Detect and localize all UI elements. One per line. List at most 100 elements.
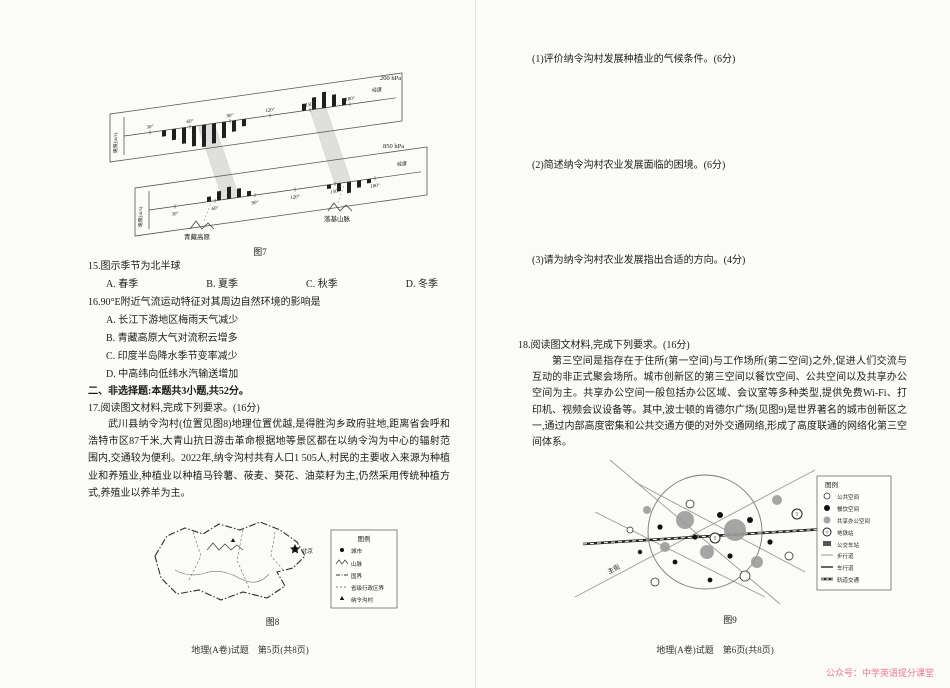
public-space-circles xyxy=(626,499,794,587)
option-15b: B. 夏季 xyxy=(206,279,238,290)
terrain-label-tibet-plateau: 青藏高原 xyxy=(184,232,211,241)
wechat-watermark: 公众号：中学英语提分课堂 xyxy=(825,668,934,678)
cowork-space-bubbles xyxy=(643,495,782,568)
figure-7-wind-profile-diagram: 速度(m/s) 经度 30° 60° 90° 120° 150° 180° xyxy=(109,72,428,241)
legend-title: 图例 xyxy=(825,480,838,489)
question-18-material: 第三空间是指存在于住所(第一空间)与工作场所(第二空间)之外,促进人们交流与互动… xyxy=(532,356,907,448)
option-15a: A. 春季 xyxy=(106,279,139,290)
legend-label-walkway: 步行道 xyxy=(837,552,854,560)
wind-bars-850hpa xyxy=(207,178,371,202)
figure-9-caption: 图9 xyxy=(723,615,737,625)
figure-8-legend: 图例 城市 山脉 国界 省级行政区界 纳令沟村 xyxy=(330,529,398,609)
panel-outline xyxy=(134,146,428,237)
tick-label: 180° xyxy=(370,184,379,190)
legend-label-dining-space: 餐饮空间 xyxy=(837,505,859,513)
figure-9-legend: 图例 公共空间 餐饮空间 共享办公空间 T 地铁站 公交车站 步行道 车行道 轨… xyxy=(816,475,892,591)
legend-title: 图例 xyxy=(358,534,371,543)
legend-label-rail-transit: 轨道交通 xyxy=(837,576,860,584)
tick-label: 120° xyxy=(265,108,274,114)
legend-label-mountains: 山脉 xyxy=(351,560,363,568)
legend-label-bus-stop: 公交车站 xyxy=(837,541,860,549)
option-15c: C. 秋季 xyxy=(306,279,338,290)
legend-label-roadway: 车行道 xyxy=(837,564,854,572)
terrain-label-rocky-mountains: 落基山脉 xyxy=(324,214,351,223)
main-street-line xyxy=(574,469,816,598)
metro-station-markers: T T xyxy=(709,508,803,544)
tick-label: 90° xyxy=(252,201,259,207)
tick-label: 30° xyxy=(147,125,154,131)
tick-label: 60° xyxy=(187,119,194,125)
question-17-part-3: (3)请为纳令沟村农业发展指出合适的方向。(4分) xyxy=(532,255,746,266)
ticks-850hpa: 30° 60° 90° 120° 150° 180° xyxy=(172,176,380,218)
panel-outline xyxy=(109,72,403,163)
provincial-boundary xyxy=(236,529,250,589)
option-16d: D. 中高纬向低纬水汽输送增加 xyxy=(106,369,239,380)
question-18-header: 18.阅读图文材料,完成下列要求。(16分) xyxy=(518,340,690,351)
station-letter: T xyxy=(713,537,716,542)
river-line xyxy=(174,569,270,583)
legend-label-metro-station: 地铁站 xyxy=(837,529,854,537)
station-letter: T xyxy=(795,513,798,518)
figure-7-caption: 图7 xyxy=(253,247,267,257)
tick-label: 150° xyxy=(330,189,339,195)
pressure-level-200: 200 hPa xyxy=(380,75,401,82)
legend-label-village: 纳令沟村 xyxy=(351,596,374,604)
dining-space-dots xyxy=(637,512,773,583)
mountain-range-symbol xyxy=(206,542,244,551)
bus-stop-symbol xyxy=(823,541,831,546)
legend-label-national-border: 国界 xyxy=(351,573,363,580)
provincial-boundary xyxy=(188,531,202,581)
legend-label-public-space: 公共空间 xyxy=(837,493,859,501)
tick-label: 60° xyxy=(212,206,219,212)
figure-8-caption: 图8 xyxy=(265,617,280,627)
yaxis-label: 速度(m/s) xyxy=(137,206,144,228)
legend-label-city: 城市 xyxy=(351,547,363,555)
vertical-plane-150e xyxy=(309,107,352,185)
ticks-200hpa: 30° 60° 90° 120° 150° 180° xyxy=(147,97,355,135)
city-label-beijing: 北京 xyxy=(302,547,314,555)
nalinggou-village-marker xyxy=(230,538,236,542)
lower-panel-850hpa: 速度(m/s) 经度 30° 60° 90° 120° 150° 180° xyxy=(134,146,428,237)
tick-label: 180° xyxy=(345,97,354,103)
page-5-footer: 地理(A卷)试题 第5页(共8页) xyxy=(191,645,309,655)
village-symbol xyxy=(339,596,345,600)
page-fold-divider xyxy=(475,0,476,688)
tick-label: 120° xyxy=(290,195,299,201)
national-border xyxy=(154,521,306,601)
street-line xyxy=(634,481,806,573)
section-2-title: 二、非选择题:本题共3小题,共52分。 xyxy=(88,386,249,397)
question-15-options: A. 春季 B. 夏季 C. 秋季 D. 冬季 xyxy=(106,277,438,293)
tick-label: 150° xyxy=(305,102,314,108)
legend-label-provincial-border: 省级行政区界 xyxy=(351,584,385,592)
question-15-stem: 15.图示季节为北半球 xyxy=(88,261,181,272)
option-16c: C. 印度半岛降水季节变率减少 xyxy=(106,351,238,362)
option-16a: A. 长江下游地区梅雨天气减少 xyxy=(106,315,239,326)
upper-panel-200hpa: 速度(m/s) 经度 30° 60° 90° 120° 150° 180° xyxy=(109,72,403,163)
question-17-material: 武川县纳令沟村(位置见图8)地理位置优越,是得胜沟乡政府驻地,距离省会呼和浩特市… xyxy=(88,419,450,499)
question-17-part-2: (2)简述纳令沟村农业发展面临的困境。(6分) xyxy=(532,160,726,171)
walking-radius-ring xyxy=(647,474,763,590)
street-line xyxy=(594,511,766,598)
legend-label-cowork-space: 共享办公空间 xyxy=(837,517,870,525)
beijing-star-marker xyxy=(289,544,300,554)
xaxis-label: 经度 xyxy=(372,86,382,94)
station-letter: T xyxy=(826,530,829,535)
tick-label: 90° xyxy=(227,114,234,120)
option-16b: B. 青藏高原大气对流积云增多 xyxy=(106,333,238,344)
question-17-part-1: (1)评价纳令沟村发展种植业的气候条件。(6分) xyxy=(532,54,736,65)
xaxis-label: 经度 xyxy=(397,160,407,168)
pressure-level-850: 850 hPa xyxy=(383,143,404,150)
mountain-symbol-tibet xyxy=(189,220,215,230)
question-16-stem: 16.90°E附近气流运动特征对其周边自然环境的影响是 xyxy=(88,297,321,308)
figure-9-kendall-square-map: 主街 T T 图例 公共空间 xyxy=(574,459,892,605)
mountain-symbol xyxy=(335,559,349,565)
mountain-symbol-rockies xyxy=(327,202,353,212)
wind-bars-200hpa xyxy=(162,91,346,148)
figure-8-location-map: 北京 图例 城市 山脉 国界 省级行政区界 纳令沟村 xyxy=(154,521,398,609)
page-6-footer: 地理(A卷)试题 第6页(共8页) xyxy=(656,645,774,655)
tick-label: 30° xyxy=(172,212,179,218)
yaxis-label: 速度(m/s) xyxy=(112,132,119,154)
question-17-header: 17.阅读图文材料,完成下列要求。(16分) xyxy=(88,403,260,414)
city-symbol xyxy=(340,548,344,552)
